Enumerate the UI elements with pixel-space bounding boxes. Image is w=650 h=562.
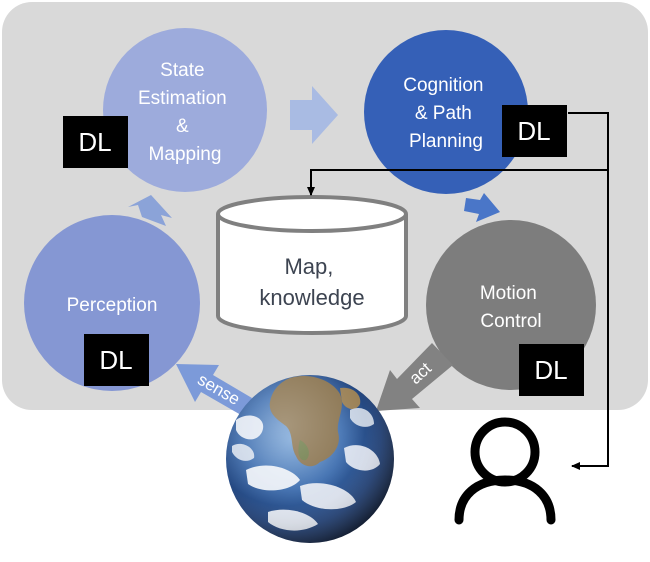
perception-label: Perception <box>67 295 158 316</box>
state-estimation-node <box>103 28 267 192</box>
cognition-label: Cognition & Path Planning <box>403 75 489 152</box>
dl-badge-cognition <box>502 105 567 157</box>
arrow-perception-to-estimation <box>128 195 172 226</box>
dl-badge-perception-label: DL <box>99 345 132 375</box>
database-label: Map, knowledge <box>259 254 364 310</box>
perception-node <box>24 215 200 391</box>
cognition-to-user-connector <box>568 112 609 470</box>
cognition-node <box>364 30 528 194</box>
earth-globe-icon <box>226 375 394 543</box>
arrow-cognition-to-motion <box>464 193 500 222</box>
state-estimation-label: State Estimation & Mapping <box>138 60 232 165</box>
dl-badge-perception <box>84 334 149 386</box>
user-person-icon <box>454 417 556 525</box>
dl-badge-state-estimation <box>63 116 128 168</box>
sense-arrow <box>176 364 252 415</box>
dl-badge-motion-control-label: DL <box>534 355 567 385</box>
act-arrow <box>376 343 453 411</box>
dl-badge-motion-control <box>519 344 584 396</box>
arrow-estimation-to-cognition <box>290 86 338 144</box>
motion-control-label: Motion Control <box>480 283 542 332</box>
dl-badge-cognition-label: DL <box>517 116 550 146</box>
dl-badge-state-estimation-label: DL <box>78 127 111 157</box>
cognition-to-database-connector <box>307 169 608 196</box>
map-knowledge-database <box>216 195 408 335</box>
